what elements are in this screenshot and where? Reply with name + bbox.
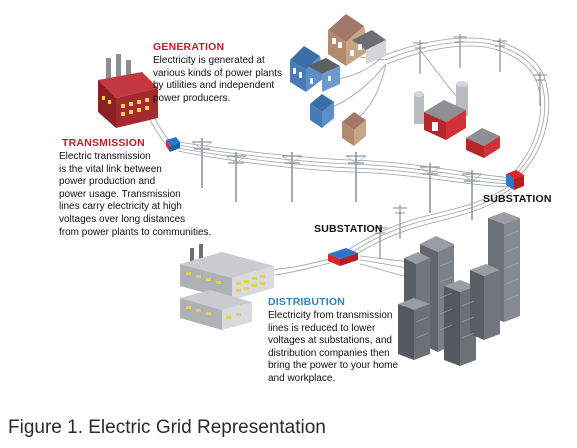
transmission-title: TRANSMISSION bbox=[62, 137, 145, 149]
generation-title: GENERATION bbox=[153, 41, 225, 53]
substation-center-label: SUBSTATION bbox=[314, 223, 383, 235]
substation-right-label: SUBSTATION bbox=[483, 193, 552, 205]
distribution-title: DISTRIBUTION bbox=[268, 296, 346, 308]
transmission-description: Electric transmission is the vital link … bbox=[59, 151, 212, 238]
houses bbox=[290, 14, 386, 146]
substation-left bbox=[166, 137, 180, 152]
substation-center bbox=[328, 248, 358, 266]
generation-description: Electricity is generated at various kind… bbox=[153, 55, 282, 104]
figure-caption: Figure 1. Electric Grid Representation bbox=[8, 417, 326, 438]
city-buildings bbox=[398, 212, 520, 366]
distribution-description: Electricity from transmission lines is r… bbox=[268, 310, 399, 384]
substation-right bbox=[506, 170, 524, 190]
farm bbox=[414, 81, 500, 158]
power-plant bbox=[98, 54, 158, 128]
industrial-buildings bbox=[180, 244, 274, 330]
